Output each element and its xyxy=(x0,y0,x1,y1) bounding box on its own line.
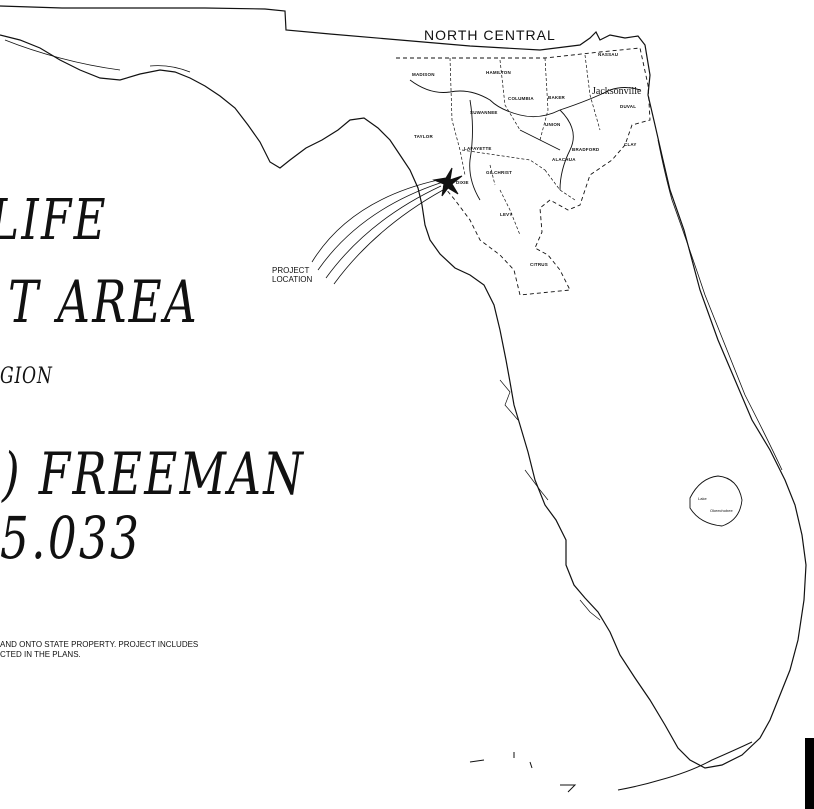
county-label-duval: DUVAL xyxy=(620,104,637,109)
east-barrier-islands xyxy=(657,139,783,471)
west-coast-detail xyxy=(499,379,601,621)
county-label-suwannee: SUWANNEE xyxy=(470,110,498,115)
region-label: NORTH CENTRAL xyxy=(424,27,556,43)
lake-label-2: Okeechobee xyxy=(710,508,733,513)
title-line-2: T AREA xyxy=(8,268,200,336)
county-label-alachua: ALACHUA xyxy=(552,157,576,162)
county-label-levy: LEVY xyxy=(500,212,513,217)
project-arrow-1 xyxy=(311,179,439,263)
lake-okeechobee xyxy=(689,475,743,527)
county-label-union: UNION xyxy=(545,122,561,127)
county-label-hamilton: HAMILTON xyxy=(486,70,511,75)
title-line-3: GION xyxy=(0,364,53,389)
county-label-dixie: DIXIE xyxy=(456,180,469,185)
county-label-citrus: CITRUS xyxy=(530,262,548,267)
lake-label-1: Lake xyxy=(698,496,707,501)
county-label-bradford: BRADFORD xyxy=(572,147,600,152)
county-label-taylor: TAYLOR xyxy=(414,134,433,139)
project-location-label: PROJECT LOCATION xyxy=(272,266,312,284)
project-arrow-2 xyxy=(317,182,441,271)
county-label-nassau: NASSAU xyxy=(598,52,619,57)
project-note-line-2: CTED IN THE PLANS. xyxy=(0,650,81,659)
project-label-line-2: LOCATION xyxy=(272,275,313,284)
florida-keys xyxy=(617,741,753,791)
county-label-clay: CLAY xyxy=(624,142,637,147)
panhandle-barrier xyxy=(4,39,191,73)
project-label-line-1: PROJECT xyxy=(272,266,310,275)
project-note: AND ONTO STATE PROPERTY. PROJECT INCLUDE… xyxy=(0,640,198,660)
project-location-marker xyxy=(432,167,463,197)
project-arrow-4 xyxy=(333,189,444,285)
county-lines xyxy=(449,54,601,236)
county-label-baker: BAKER xyxy=(548,95,566,100)
county-label-madison: MADISON xyxy=(412,72,435,77)
county-label-columbia: COLUMBIA xyxy=(508,96,534,101)
rivers xyxy=(409,79,641,201)
project-note-line-1: AND ONTO STATE PROPERTY. PROJECT INCLUDE… xyxy=(0,640,199,649)
title-line-5: 5.033 xyxy=(0,504,142,572)
project-arrow-3 xyxy=(325,185,442,279)
title-line-1: LIFE xyxy=(0,188,108,253)
margin-marks xyxy=(469,752,577,793)
city-label-jacksonville: Jacksonville xyxy=(592,86,642,97)
county-label-lafayette: LAFAYETTE xyxy=(464,146,492,151)
florida-coastline xyxy=(0,5,807,769)
county-label-gilchrist: GILCHRIST xyxy=(486,170,513,175)
title-line-4: ) FREEMAN xyxy=(2,440,306,508)
edge-bar xyxy=(805,738,814,809)
